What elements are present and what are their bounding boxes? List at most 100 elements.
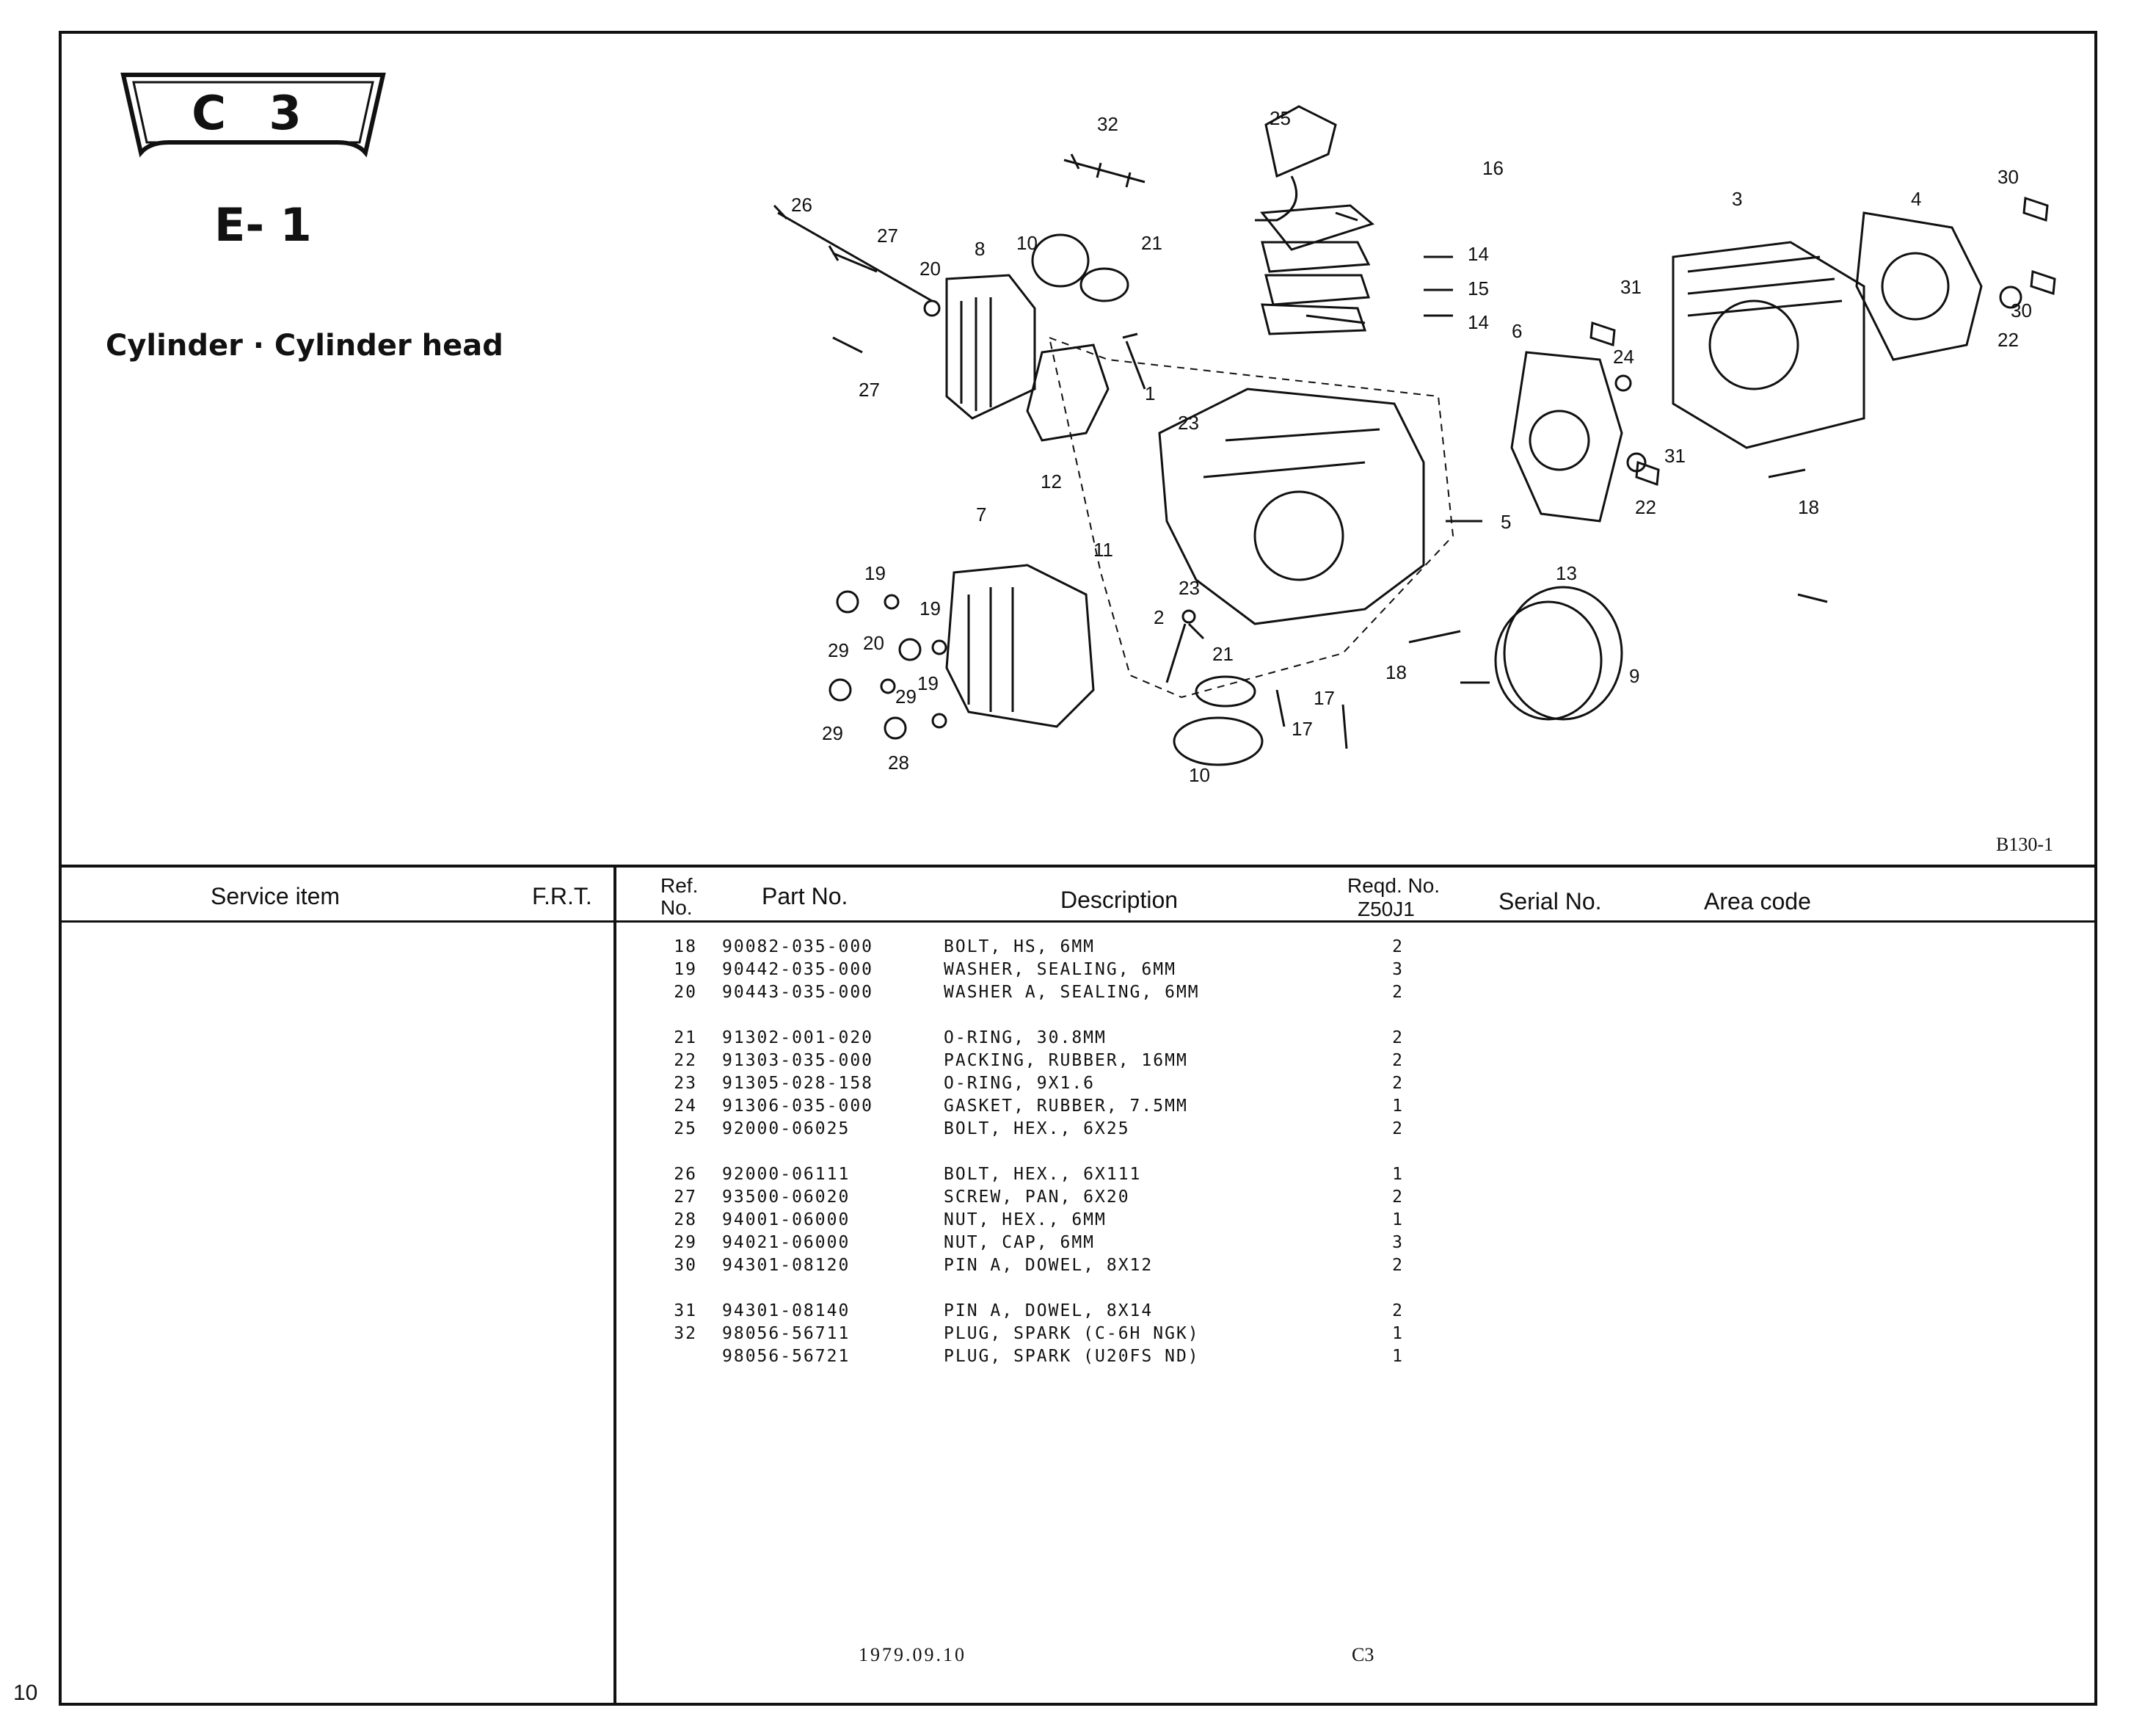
part-no-cell: 92000-06111: [722, 1165, 851, 1184]
header-serial-no: Serial No.: [1498, 888, 1602, 915]
header-divider: [59, 865, 2097, 868]
ref-no-cell: 25: [674, 1119, 697, 1138]
header-reqd-no: Reqd. No.: [1347, 874, 1441, 897]
part-no-cell: 90443-035-000: [722, 983, 874, 1002]
description-cell: PIN A, DOWEL, 8X14: [944, 1301, 1154, 1320]
callout-label: 29: [822, 722, 843, 744]
callout-label: 7: [976, 503, 986, 526]
quantity-cell: 2: [1392, 1301, 1404, 1320]
callout-label: 19: [917, 672, 939, 694]
badge-label: C 3: [192, 87, 315, 141]
footer-date: 1979.09.10: [859, 1644, 966, 1665]
callout-label: 19: [864, 562, 886, 584]
ref-no-cell: 19: [674, 960, 697, 979]
callout-label: 19: [919, 597, 941, 619]
header-frt: F.R.T.: [532, 883, 592, 909]
part-no-cell: 93500-06020: [722, 1188, 851, 1207]
description-cell: PLUG, SPARK (U20FS ND): [944, 1347, 1200, 1366]
callout-label: 29: [828, 639, 849, 661]
callout-label: 2: [1154, 606, 1164, 628]
header-area-code: Area code: [1704, 888, 1811, 915]
ref-no-cell: 28: [674, 1210, 697, 1229]
description-cell: O-RING, 30.8MM: [944, 1028, 1107, 1047]
callout-label: 27: [877, 225, 898, 247]
callout-label: 10: [1016, 232, 1038, 254]
section-badge: [120, 73, 386, 158]
callout-label: 31: [1620, 276, 1642, 298]
figure-code: B130-1: [1996, 834, 2053, 855]
callout-label: 22: [1635, 496, 1656, 518]
description-cell: NUT, HEX., 6MM: [944, 1210, 1107, 1229]
header-model: Z50J1: [1358, 898, 1415, 920]
quantity-cell: 2: [1392, 1188, 1404, 1207]
header-part-no: Part No.: [762, 883, 848, 909]
callout-label: 28: [888, 752, 909, 774]
callout-label: 9: [1629, 665, 1639, 687]
callout-label: 6: [1512, 320, 1522, 342]
callout-label: 23: [1178, 412, 1199, 434]
callout-label: 5: [1501, 511, 1511, 533]
part-no-cell: 92000-06025: [722, 1119, 851, 1138]
callout-label: 32: [1097, 113, 1118, 135]
callout-label: 12: [1041, 470, 1062, 492]
quantity-cell: 2: [1392, 1119, 1404, 1138]
ref-no-cell: 21: [674, 1028, 697, 1047]
callout-label: 25: [1270, 107, 1291, 129]
quantity-cell: 2: [1392, 1028, 1404, 1047]
ref-no-cell: 27: [674, 1188, 697, 1207]
part-no-cell: 90082-035-000: [722, 937, 874, 956]
ref-no-cell: 22: [674, 1051, 697, 1070]
callout-label: 30: [2011, 299, 2032, 321]
part-no-cell: 94001-06000: [722, 1210, 851, 1229]
callout-label: 22: [1997, 329, 2019, 351]
callout-label: 24: [1613, 346, 1634, 368]
callout-label: 1: [1145, 382, 1155, 404]
quantity-cell: 2: [1392, 1074, 1404, 1093]
part-no-cell: 98056-56721: [722, 1347, 851, 1366]
callout-label: 20: [863, 632, 884, 654]
description-cell: BOLT, HEX., 6X111: [944, 1165, 1142, 1184]
callout-label: 21: [1141, 232, 1162, 254]
callout-label: 17: [1314, 687, 1335, 709]
description-cell: PACKING, RUBBER, 16MM: [944, 1051, 1188, 1070]
table-column-divider: [613, 865, 616, 1706]
callout-label: 21: [1212, 643, 1234, 665]
callout-label: 10: [1189, 764, 1210, 786]
quantity-cell: 1: [1392, 1165, 1404, 1184]
description-cell: BOLT, HEX., 6X25: [944, 1119, 1130, 1138]
callout-label: 3: [1732, 188, 1742, 210]
callout-label: 11: [1093, 539, 1113, 561]
quantity-cell: 1: [1392, 1210, 1404, 1229]
quantity-cell: 2: [1392, 1051, 1404, 1070]
callout-label: 13: [1556, 562, 1577, 584]
callout-label: 27: [859, 379, 880, 401]
callout-label: 26: [791, 194, 812, 216]
quantity-cell: 1: [1392, 1324, 1404, 1343]
quantity-cell: 3: [1392, 1233, 1404, 1252]
part-no-cell: 94021-06000: [722, 1233, 851, 1252]
callout-label: 18: [1798, 496, 1819, 518]
part-no-cell: 98056-56711: [722, 1324, 851, 1343]
quantity-cell: 3: [1392, 960, 1404, 979]
part-no-cell: 91306-035-000: [722, 1097, 874, 1116]
part-no-cell: 91303-035-000: [722, 1051, 874, 1070]
header-service-item: Service item: [211, 883, 340, 909]
description-cell: GASKET, RUBBER, 7.5MM: [944, 1097, 1188, 1116]
description-cell: WASHER, SEALING, 6MM: [944, 960, 1176, 979]
section-title: Cylinder · Cylinder head: [106, 329, 503, 363]
description-cell: NUT, CAP, 6MM: [944, 1233, 1096, 1252]
ref-no-cell: 31: [674, 1301, 697, 1320]
quantity-cell: 1: [1392, 1097, 1404, 1116]
quantity-cell: 2: [1392, 1256, 1404, 1275]
part-no-cell: 94301-08120: [722, 1256, 851, 1275]
callout-label: 15: [1468, 277, 1489, 299]
part-no-cell: 90442-035-000: [722, 960, 874, 979]
header-description: Description: [1060, 887, 1179, 913]
table-header-divider: [59, 920, 2097, 923]
section-code: E- 1: [214, 198, 312, 252]
part-no-cell: 94301-08140: [722, 1301, 851, 1320]
callout-label: 30: [1997, 166, 2019, 188]
ref-no-cell: 20: [674, 983, 697, 1002]
callout-label: 16: [1482, 157, 1504, 179]
ref-no-cell: 26: [674, 1165, 697, 1184]
